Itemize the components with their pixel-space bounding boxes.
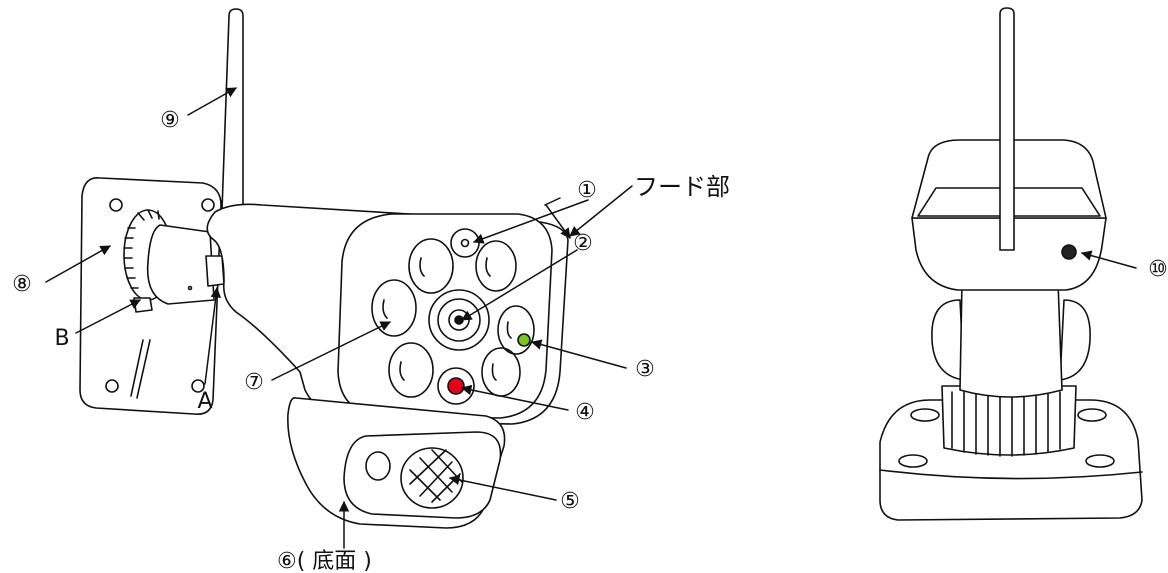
- mount-arm-joint: [146, 224, 215, 305]
- base-screw-hole: [898, 454, 928, 468]
- camera-lens: [428, 289, 490, 351]
- label-8: ⑧: [12, 272, 32, 297]
- rear-hood-visor: [917, 187, 1101, 217]
- label-9: ⑨: [160, 108, 180, 133]
- lower-led: [365, 451, 391, 481]
- leader-b: [75, 299, 141, 334]
- light-sensor-dot: [460, 238, 470, 248]
- mount-screw-hole: [105, 379, 119, 393]
- label-7: ⑦: [244, 370, 264, 395]
- rear-camera-view: [879, 7, 1143, 521]
- ir-led: [388, 342, 434, 398]
- ir-led: [408, 238, 454, 294]
- leader-lines: [45, 87, 1137, 549]
- speaker-grille: [400, 447, 464, 509]
- ir-led: [497, 305, 535, 355]
- leader-n1: [473, 199, 589, 244]
- screw-b: [133, 297, 153, 313]
- ir-led-array: [371, 238, 535, 398]
- rear-button: [1061, 244, 1077, 260]
- leader-n3: [530, 339, 627, 369]
- leader-n9: [187, 87, 237, 116]
- label-6: ⑥( 底面 ): [277, 549, 372, 573]
- label-5: ⑤: [560, 489, 580, 514]
- rear-head: [911, 217, 1107, 291]
- leader-a: [204, 286, 222, 385]
- ir-led: [475, 240, 517, 292]
- label-hood: フード部: [634, 173, 730, 201]
- leader-n4: [460, 384, 569, 411]
- leader-1b: [545, 204, 571, 239]
- mount-screw-hole: [109, 198, 123, 212]
- leader-n2: [461, 249, 578, 321]
- rear-side-lobe: [1059, 299, 1091, 381]
- label-1: ①: [577, 178, 597, 203]
- base-screw-hole: [1077, 408, 1107, 422]
- rear-side-lobe: [931, 299, 965, 381]
- leader-1: [544, 197, 561, 206]
- label-2: ②: [573, 231, 593, 256]
- mount-screw-hole: [201, 198, 215, 212]
- rear-antenna: [999, 7, 1015, 251]
- leader-hood: [569, 185, 633, 237]
- label-a: A: [197, 389, 212, 414]
- base-screw-hole: [910, 408, 940, 422]
- base-screw-hole: [1085, 454, 1115, 468]
- cable: [130, 339, 151, 399]
- label-3: ③: [635, 357, 655, 382]
- label-b: B: [54, 326, 69, 351]
- light-sensor: [450, 228, 480, 258]
- leader-n8: [45, 245, 111, 283]
- front-camera-view: [79, 8, 569, 529]
- leader-n7: [271, 321, 391, 381]
- leader-n10: [1080, 250, 1137, 269]
- antenna: [221, 8, 244, 211]
- label-4: ④: [575, 400, 595, 425]
- red-indicator: [447, 377, 465, 395]
- leader-n5: [448, 474, 557, 501]
- label-10: ⑩: [1148, 257, 1168, 282]
- joint-pin: [187, 285, 193, 291]
- mount-screw-hole: [191, 379, 205, 393]
- callout-labels: ① フード部 ② ③ ④ ⑤ ⑥( 底面 ) ⑦ ⑧ ⑨ ⑩ A B: [12, 108, 1168, 573]
- ir-led: [371, 279, 417, 337]
- screw-a-knob: [205, 255, 225, 287]
- status-led-green: [517, 333, 531, 347]
